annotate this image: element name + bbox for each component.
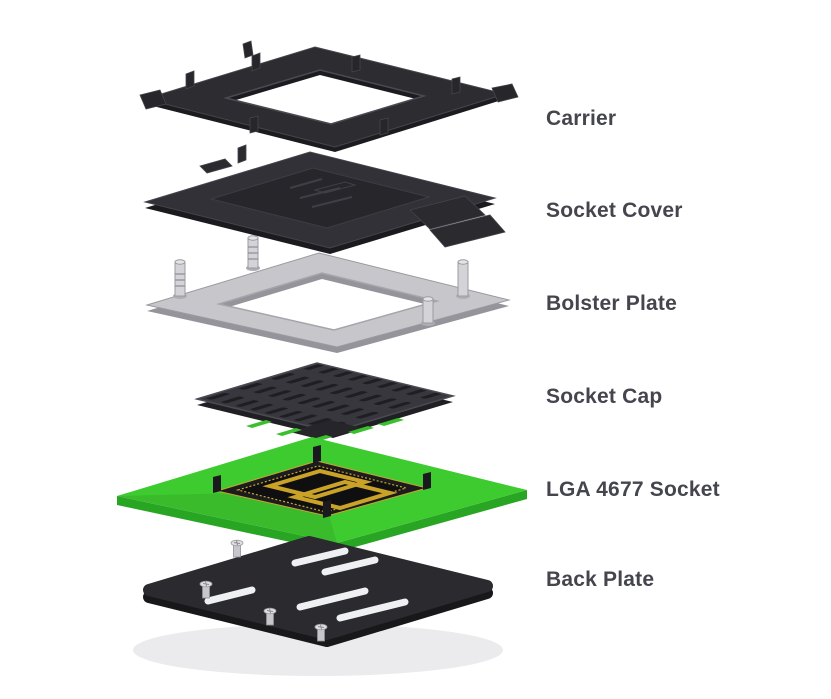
carrier-frame xyxy=(143,46,507,148)
part-label-lga-4677-socket: LGA 4677 Socket xyxy=(546,478,720,501)
socket-board-side xyxy=(117,490,527,552)
socket-cover-etching xyxy=(289,178,357,208)
back-plate-screws xyxy=(199,539,328,642)
socket-cap-part xyxy=(194,362,456,440)
bolster-frame xyxy=(145,252,511,348)
part-label-bolster-plate: Bolster Plate xyxy=(546,292,677,315)
socket-latch-dashes xyxy=(246,418,404,443)
back-plate-part xyxy=(133,536,503,676)
socket-cover-panel xyxy=(209,167,431,229)
socket-cap-top xyxy=(194,362,456,433)
bolster-thickness xyxy=(147,259,509,353)
part-label-back-plate: Back Plate xyxy=(546,568,655,591)
back-plate-slots xyxy=(204,547,409,622)
part-label-socket-cover: Socket Cover xyxy=(546,199,683,222)
socket-cover-flaps xyxy=(199,144,506,248)
bolster-inner-edge xyxy=(216,272,440,331)
bolster-plate-part xyxy=(145,235,511,353)
part-label-carrier: Carrier xyxy=(546,107,617,130)
socket-cap-base xyxy=(290,420,362,440)
bolster-standoffs xyxy=(173,235,470,326)
carrier-clips xyxy=(139,40,519,136)
part-label-socket-cap: Socket Cap xyxy=(546,385,663,408)
socket-cover-part xyxy=(143,144,506,254)
lga-socket-part xyxy=(117,437,527,552)
socket-corner-posts xyxy=(213,445,431,518)
carrier-part xyxy=(139,40,519,152)
carrier-inner-edge xyxy=(223,69,427,125)
back-plate-shadow xyxy=(133,624,503,676)
